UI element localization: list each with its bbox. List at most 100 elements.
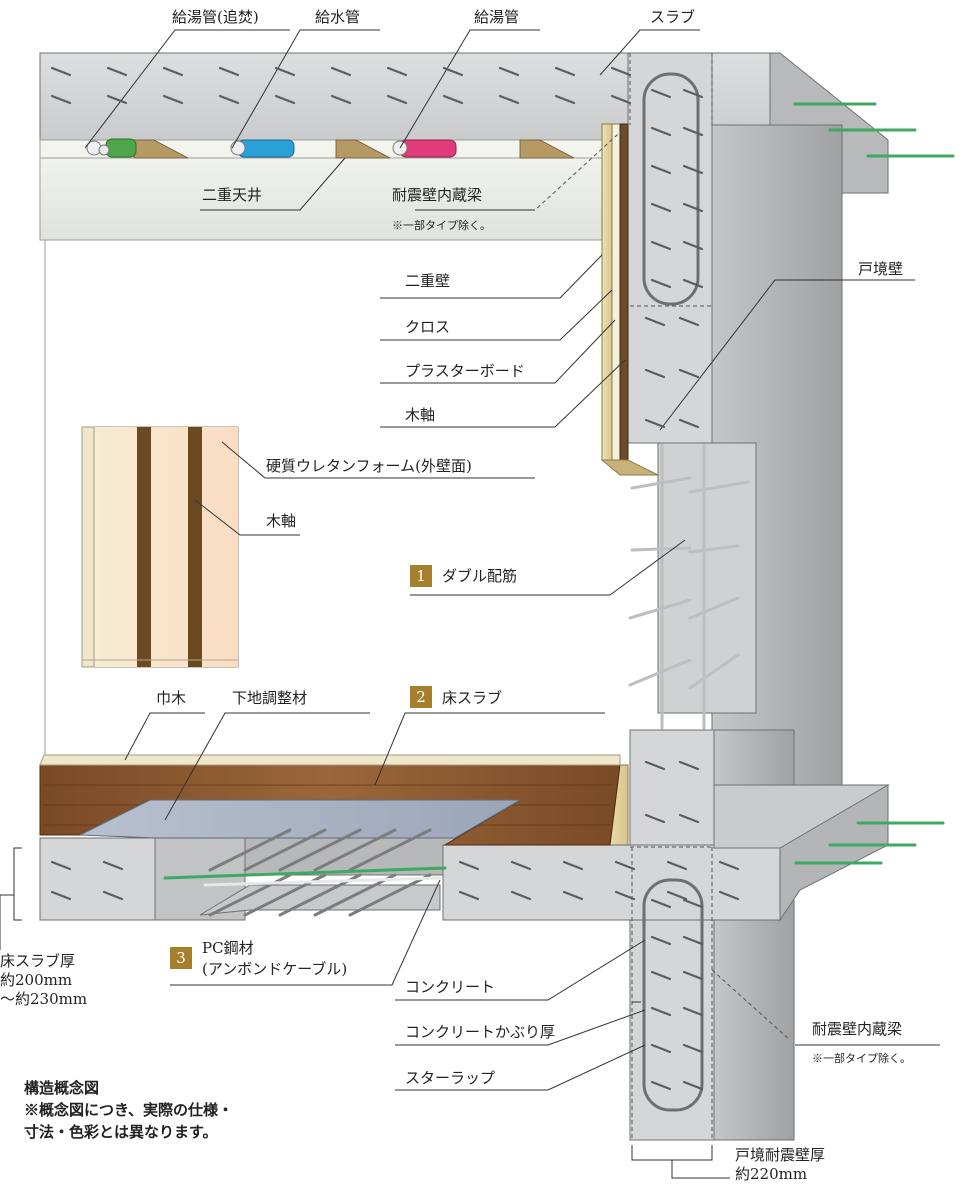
concrete-dash — [666, 890, 688, 901]
concrete-dash — [650, 126, 672, 137]
concrete-dash — [610, 66, 632, 77]
label-seismic-beam-top: 耐震壁内蔵梁 — [392, 186, 483, 204]
concrete-dash — [678, 368, 700, 379]
concrete-dash — [510, 860, 532, 871]
concrete-dash-marks — [50, 66, 740, 1091]
concrete-dash — [102, 860, 124, 871]
concrete-dash — [650, 240, 672, 251]
label-baseboard: 巾木 — [156, 689, 187, 707]
double-ceiling — [39, 139, 611, 241]
concrete-dash — [442, 94, 464, 105]
pipe-hot — [392, 139, 457, 158]
pipe-water — [230, 139, 295, 158]
stirrup-lower — [642, 878, 704, 1112]
label-plaster-board: プラスターボード — [405, 362, 525, 380]
concrete-dash — [386, 94, 408, 105]
label-stirrup: スターラップ — [405, 1069, 496, 1087]
label-pc-steel-sub: (アンボンドケーブル) — [202, 960, 348, 978]
label-seismic-beam-bottom-note: ※一部タイプ除く。 — [812, 1052, 911, 1065]
label-double-wall: 二重壁 — [405, 272, 451, 290]
label-slab: スラブ — [650, 8, 696, 26]
label-hot-water-pipe-reheat: 給湯管(追焚) — [172, 8, 259, 26]
pipe-reheat — [86, 138, 137, 158]
ceiling-joists — [133, 139, 575, 159]
concrete-dash — [682, 202, 704, 213]
concrete-dash — [666, 860, 688, 871]
slab-thickness-line3: ～約230mm — [0, 990, 88, 1008]
concrete-dash — [106, 94, 128, 105]
concrete-dash — [562, 860, 584, 871]
concrete-dash — [682, 126, 704, 137]
concrete-dash — [650, 970, 672, 981]
label-concrete-cover: コンクリートかぶり厚 — [405, 1023, 556, 1041]
concrete-dash — [682, 1043, 704, 1054]
concrete-dash — [678, 760, 700, 771]
label-concrete: コンクリート — [405, 978, 496, 996]
leveling-layer — [79, 799, 522, 839]
label-seismic-beam-top-note: ※一部タイプ除く。 — [392, 219, 491, 232]
concrete-dash — [106, 66, 128, 77]
label-party-wall: 戸境壁 — [858, 260, 904, 278]
concrete-dash — [458, 860, 480, 871]
concrete-dash — [218, 66, 240, 77]
concrete-dash — [274, 66, 296, 77]
concrete-dash — [218, 94, 240, 105]
wall-thickness-line1: 戸境耐震壁厚 — [735, 1146, 826, 1164]
concrete-dash — [644, 368, 666, 379]
concrete-dash — [650, 164, 672, 175]
concrete-dash — [50, 890, 72, 901]
concrete-dash — [610, 94, 632, 105]
concrete-dash — [682, 1080, 704, 1091]
concrete-dash — [162, 94, 184, 105]
concrete-dash — [458, 890, 480, 901]
slab-thickness-line2: 約200mm — [0, 971, 73, 989]
concrete-dash — [50, 66, 72, 77]
label-wood-frame-upper: 木軸 — [405, 406, 436, 424]
label-wall-thickness: 戸境耐震壁厚 約220mm — [735, 1146, 825, 1184]
concrete-dash — [50, 860, 72, 871]
concrete-dash — [386, 66, 408, 77]
wall-inset-panel — [81, 426, 239, 668]
label-urethane-foam: 硬質ウレタンフォーム(外壁面) — [266, 457, 472, 475]
concrete-dash — [682, 970, 704, 981]
concrete-dash — [614, 890, 636, 901]
label-floor-slab: 床スラブ — [442, 689, 503, 707]
concrete-dash — [650, 1080, 672, 1091]
label-hot-water-pipe: 給湯管 — [474, 8, 520, 26]
pc-steel-cables — [163, 866, 447, 887]
label-pc-steel: PC鋼材 — [202, 939, 254, 957]
concrete-dash — [682, 898, 704, 909]
label-double-rebar: ダブル配筋 — [442, 567, 518, 585]
concrete-dash — [682, 240, 704, 251]
label-double-ceiling: 二重天井 — [202, 186, 263, 204]
concrete-dash — [102, 890, 124, 901]
concrete-dash — [678, 813, 700, 824]
concrete-dash — [682, 164, 704, 175]
notes-title: 構造概念図 — [24, 1079, 100, 1097]
badge-3: 3 — [170, 947, 192, 969]
concrete-dash — [650, 898, 672, 909]
concrete-dash — [510, 890, 532, 901]
side-anchors — [793, 102, 955, 865]
concrete-dash — [682, 935, 704, 946]
concrete-dash — [554, 66, 576, 77]
concrete-dash — [498, 66, 520, 77]
concrete-dash — [644, 813, 666, 824]
concrete-dash — [644, 418, 666, 429]
concrete-dash — [644, 316, 666, 327]
notes-line1: ※概念図につき、実際の仕様・ — [24, 1101, 233, 1119]
label-cloth: クロス — [405, 318, 451, 336]
concrete-dash — [50, 94, 72, 105]
notes-line2: 寸法・色彩とは異なります。 — [24, 1123, 218, 1141]
concrete-dash — [644, 760, 666, 771]
concrete-dash — [274, 94, 296, 105]
party-wall — [627, 52, 843, 1141]
concrete-dash — [614, 860, 636, 871]
concrete-dash — [442, 66, 464, 77]
concrete-dash — [682, 88, 704, 99]
concrete-dash — [498, 94, 520, 105]
concrete-dash — [650, 278, 672, 289]
wall-rebars — [628, 443, 750, 730]
leader-lines — [0, 29, 940, 1179]
